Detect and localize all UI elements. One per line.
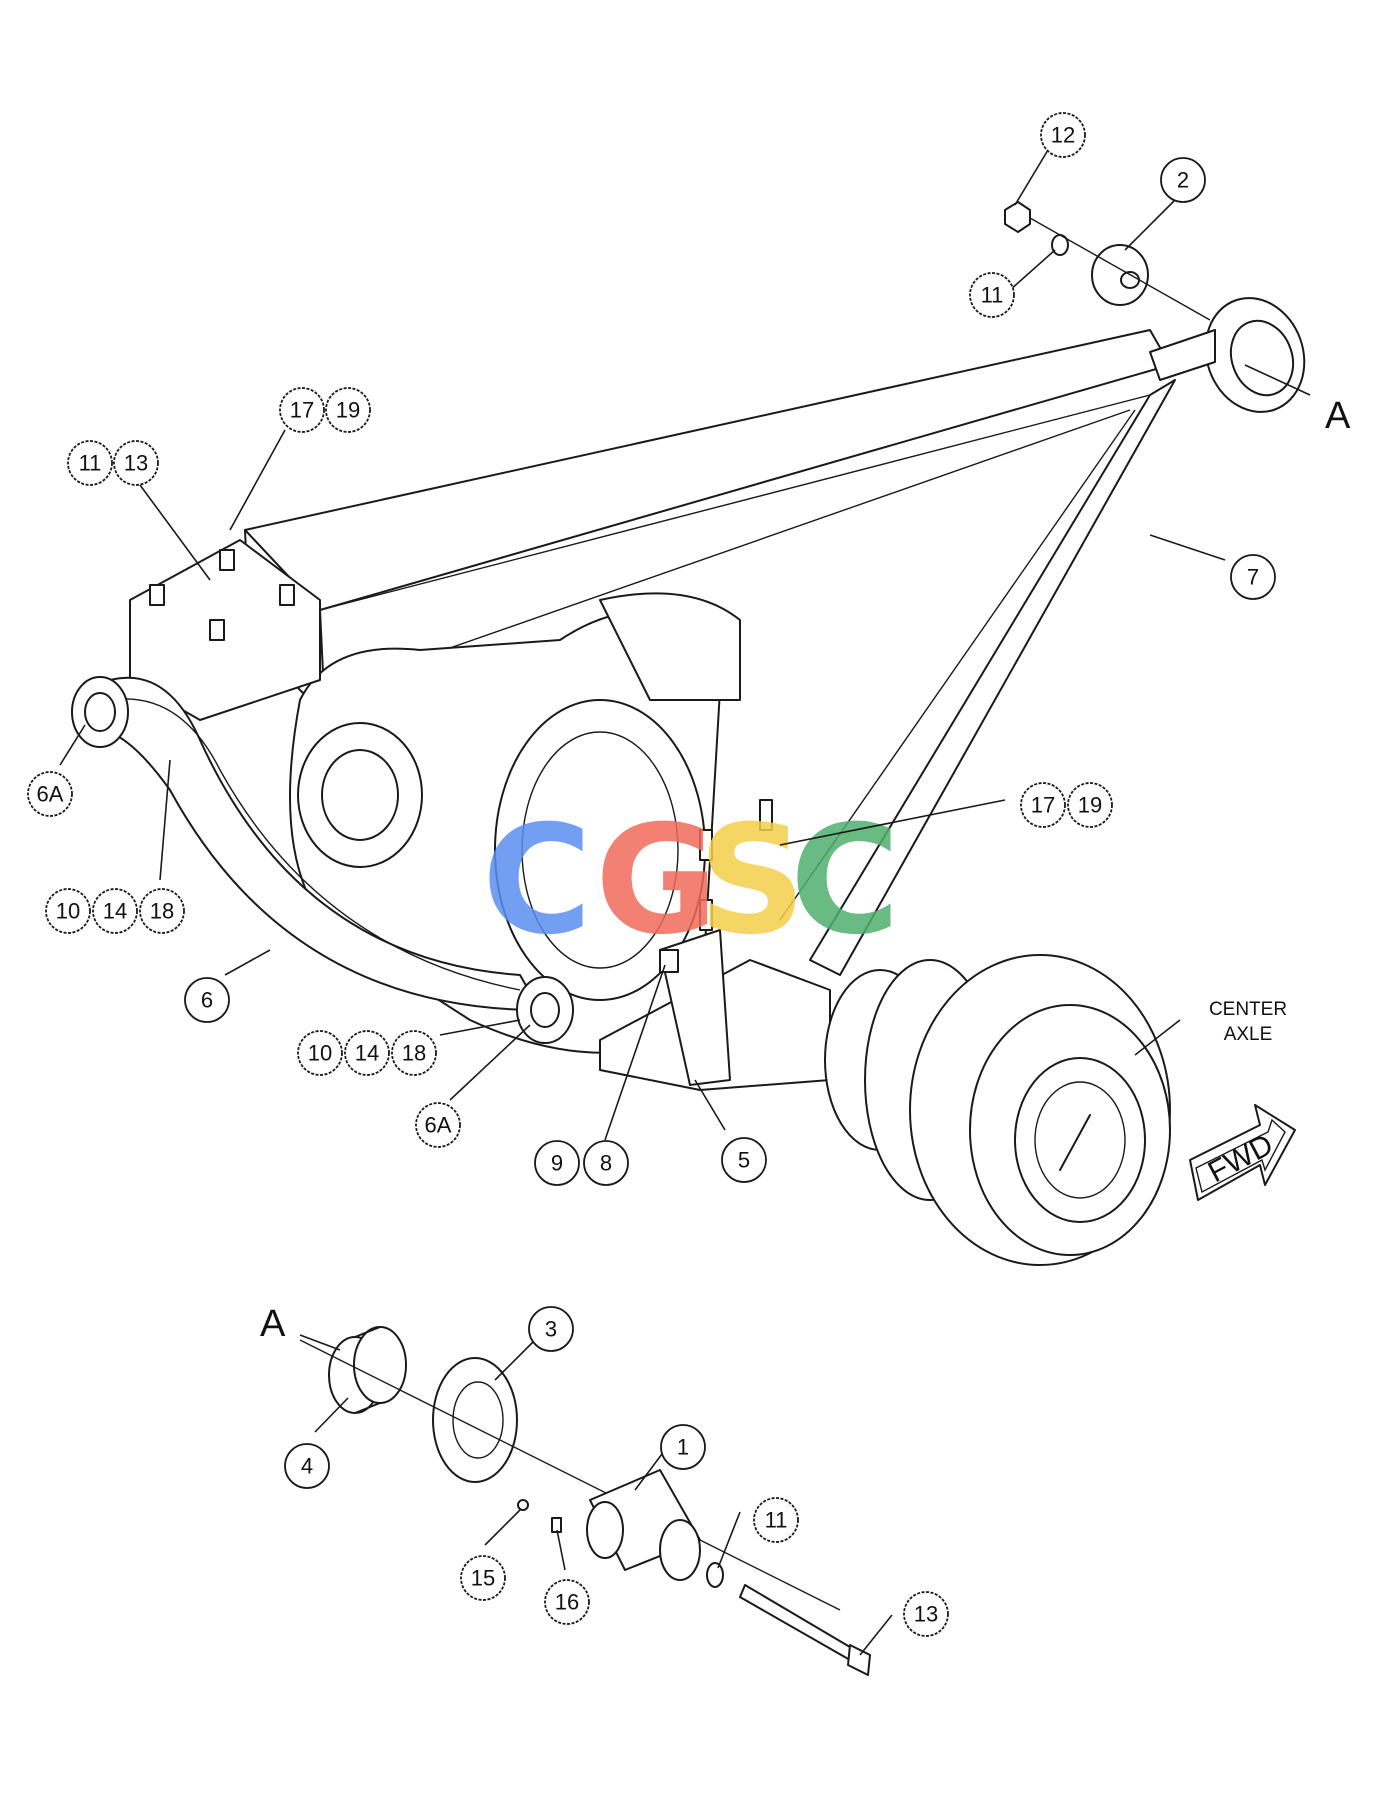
callout-1: 1 xyxy=(660,1424,706,1470)
callout-7: 7 xyxy=(1230,554,1276,600)
callout-14-lower: 14 xyxy=(344,1030,390,1076)
svg-text:14: 14 xyxy=(103,899,127,924)
callout-3: 3 xyxy=(528,1306,574,1352)
svg-text:19: 19 xyxy=(1078,793,1102,818)
top-hardware xyxy=(1004,201,1211,321)
svg-text:11: 11 xyxy=(765,1508,788,1533)
svg-text:17: 17 xyxy=(290,398,314,423)
callout-18-lower: 18 xyxy=(391,1030,437,1076)
svg-text:7: 7 xyxy=(1247,565,1259,590)
leader-lines xyxy=(59,149,1311,1656)
center-axle-line1: CENTER xyxy=(1209,999,1287,1020)
svg-text:6A: 6A xyxy=(425,1113,452,1138)
svg-text:1: 1 xyxy=(677,1435,689,1460)
callout-11-detail: 11 xyxy=(753,1497,799,1543)
svg-text:15: 15 xyxy=(471,1566,495,1591)
watermark-letter-1: C xyxy=(482,794,592,968)
callout-17-right: 17 xyxy=(1020,782,1066,828)
callout-10-upper: 10 xyxy=(45,888,91,934)
svg-text:5: 5 xyxy=(738,1148,750,1173)
callout-6: 6 xyxy=(184,977,230,1023)
callout-19-right: 19 xyxy=(1067,782,1113,828)
callout-4: 4 xyxy=(284,1443,330,1489)
svg-text:19: 19 xyxy=(336,398,360,423)
watermark: C G S C xyxy=(482,794,900,968)
callout-6a-upper: 6A xyxy=(27,771,73,817)
a-frame-7 xyxy=(244,297,1306,976)
svg-text:13: 13 xyxy=(124,451,148,476)
svg-text:4: 4 xyxy=(301,1454,313,1479)
center-axle-line2: AXLE xyxy=(1224,1024,1273,1045)
svg-text:3: 3 xyxy=(545,1317,557,1342)
lower-bracket-5 xyxy=(599,799,831,1091)
svg-text:10: 10 xyxy=(308,1041,332,1066)
svg-text:12: 12 xyxy=(1051,123,1075,148)
callout-2: 2 xyxy=(1160,157,1206,203)
detail-view-a xyxy=(299,1326,871,1676)
watermark-letter-3: S xyxy=(698,794,806,968)
torque-rod-6 xyxy=(71,676,574,1044)
callout-15: 15 xyxy=(460,1555,506,1601)
watermark-letter-2: G xyxy=(595,794,718,968)
callout-6a-lower: 6A xyxy=(415,1102,461,1148)
callouts: 12 2 11 7 17 19 11 13 17 19 6A 10 14 18 … xyxy=(27,112,1276,1637)
callout-16: 16 xyxy=(544,1579,590,1625)
svg-text:10: 10 xyxy=(56,899,80,924)
wheel-hub xyxy=(824,954,1171,1266)
callout-5: 5 xyxy=(721,1137,767,1183)
callout-10-lower: 10 xyxy=(297,1030,343,1076)
differential-housing xyxy=(289,592,741,1054)
view-label-a-detail: A xyxy=(260,1303,286,1345)
svg-text:17: 17 xyxy=(1031,793,1055,818)
callout-12: 12 xyxy=(1040,112,1086,158)
callout-13-detail: 13 xyxy=(903,1591,949,1637)
fwd-arrow-icon: FWD xyxy=(1189,1104,1296,1201)
svg-text:13: 13 xyxy=(914,1602,938,1627)
view-label-a-top: A xyxy=(1325,395,1351,437)
svg-text:16: 16 xyxy=(555,1590,579,1615)
svg-text:11: 11 xyxy=(79,451,102,476)
svg-text:11: 11 xyxy=(981,283,1004,308)
svg-text:9: 9 xyxy=(551,1151,563,1176)
callout-11-top: 11 xyxy=(969,272,1015,318)
svg-text:6A: 6A xyxy=(37,782,64,807)
svg-text:18: 18 xyxy=(150,899,174,924)
callout-18-upper: 18 xyxy=(139,888,185,934)
callout-17-left: 17 xyxy=(279,387,325,433)
svg-text:8: 8 xyxy=(600,1151,612,1176)
svg-text:6: 6 xyxy=(201,988,213,1013)
center-axle-note: CENTER AXLE xyxy=(1209,999,1287,1045)
callout-19-left: 19 xyxy=(325,387,371,433)
watermark-letter-4: C xyxy=(790,794,900,968)
callout-8: 8 xyxy=(583,1140,629,1186)
callout-9: 9 xyxy=(534,1140,580,1186)
svg-text:2: 2 xyxy=(1177,168,1189,193)
svg-text:18: 18 xyxy=(402,1041,426,1066)
callout-14-upper: 14 xyxy=(92,888,138,934)
callout-11-left: 11 xyxy=(67,440,113,486)
svg-text:14: 14 xyxy=(355,1041,379,1066)
callout-13-left: 13 xyxy=(113,440,159,486)
